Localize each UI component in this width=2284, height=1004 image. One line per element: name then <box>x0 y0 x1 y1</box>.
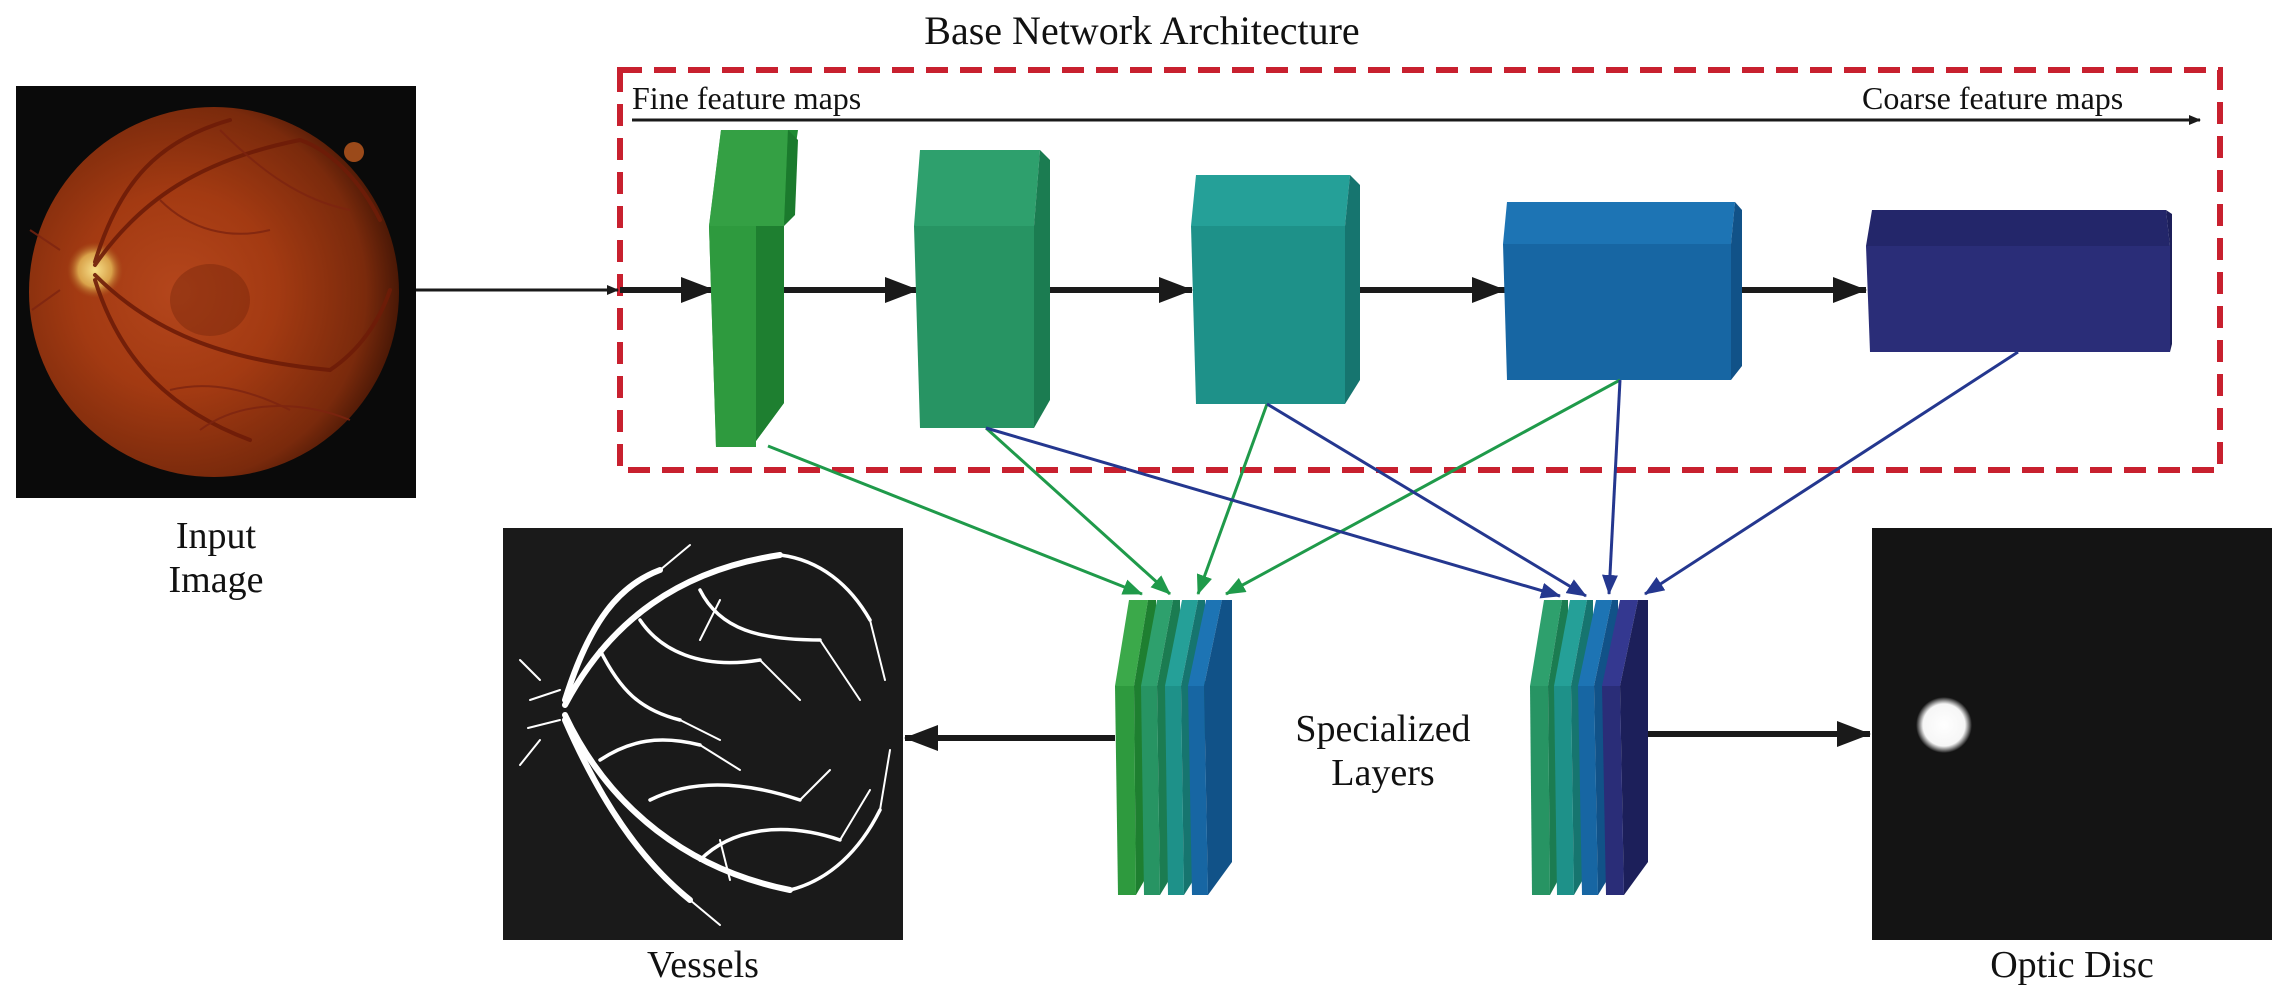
coarse-feature-maps-label: Coarse feature maps <box>1862 80 2124 116</box>
base-network-frame <box>617 67 2223 473</box>
fine-feature-maps-label: Fine feature maps <box>632 80 862 116</box>
feature-block-stage-4 <box>1503 202 1742 380</box>
input-fundus-image <box>16 86 416 498</box>
specialized-label-line-2: Layers <box>1331 751 1435 794</box>
feature-block-stage-2 <box>914 150 1050 428</box>
feature-block-stage-5 <box>1866 210 2172 352</box>
optic-disc-label: Optic Disc <box>1990 944 2154 986</box>
vessels-output-image <box>503 528 903 940</box>
optic-disc-branch-connections <box>985 350 2019 599</box>
optic-disc-specialized-stack <box>1530 600 1648 895</box>
input-image-label: Input Image <box>106 515 326 602</box>
specialized-layers-label: Specialized Layers <box>1248 708 1518 795</box>
diagram-title: Base Network Architecture <box>924 8 1360 53</box>
input-label-line-2: Image <box>168 558 264 601</box>
optic-disc-output-image <box>1872 528 2272 940</box>
feature-block-stage-3 <box>1191 175 1360 404</box>
vessel-specialized-stack <box>1115 600 1232 895</box>
vessels-label: Vessels <box>647 944 759 986</box>
feature-block-stage-1 <box>709 130 798 447</box>
vessel-branch-connections <box>767 378 1621 596</box>
specialized-label-line-1: Specialized <box>1295 708 1471 750</box>
input-label-line-1: Input <box>175 515 257 557</box>
